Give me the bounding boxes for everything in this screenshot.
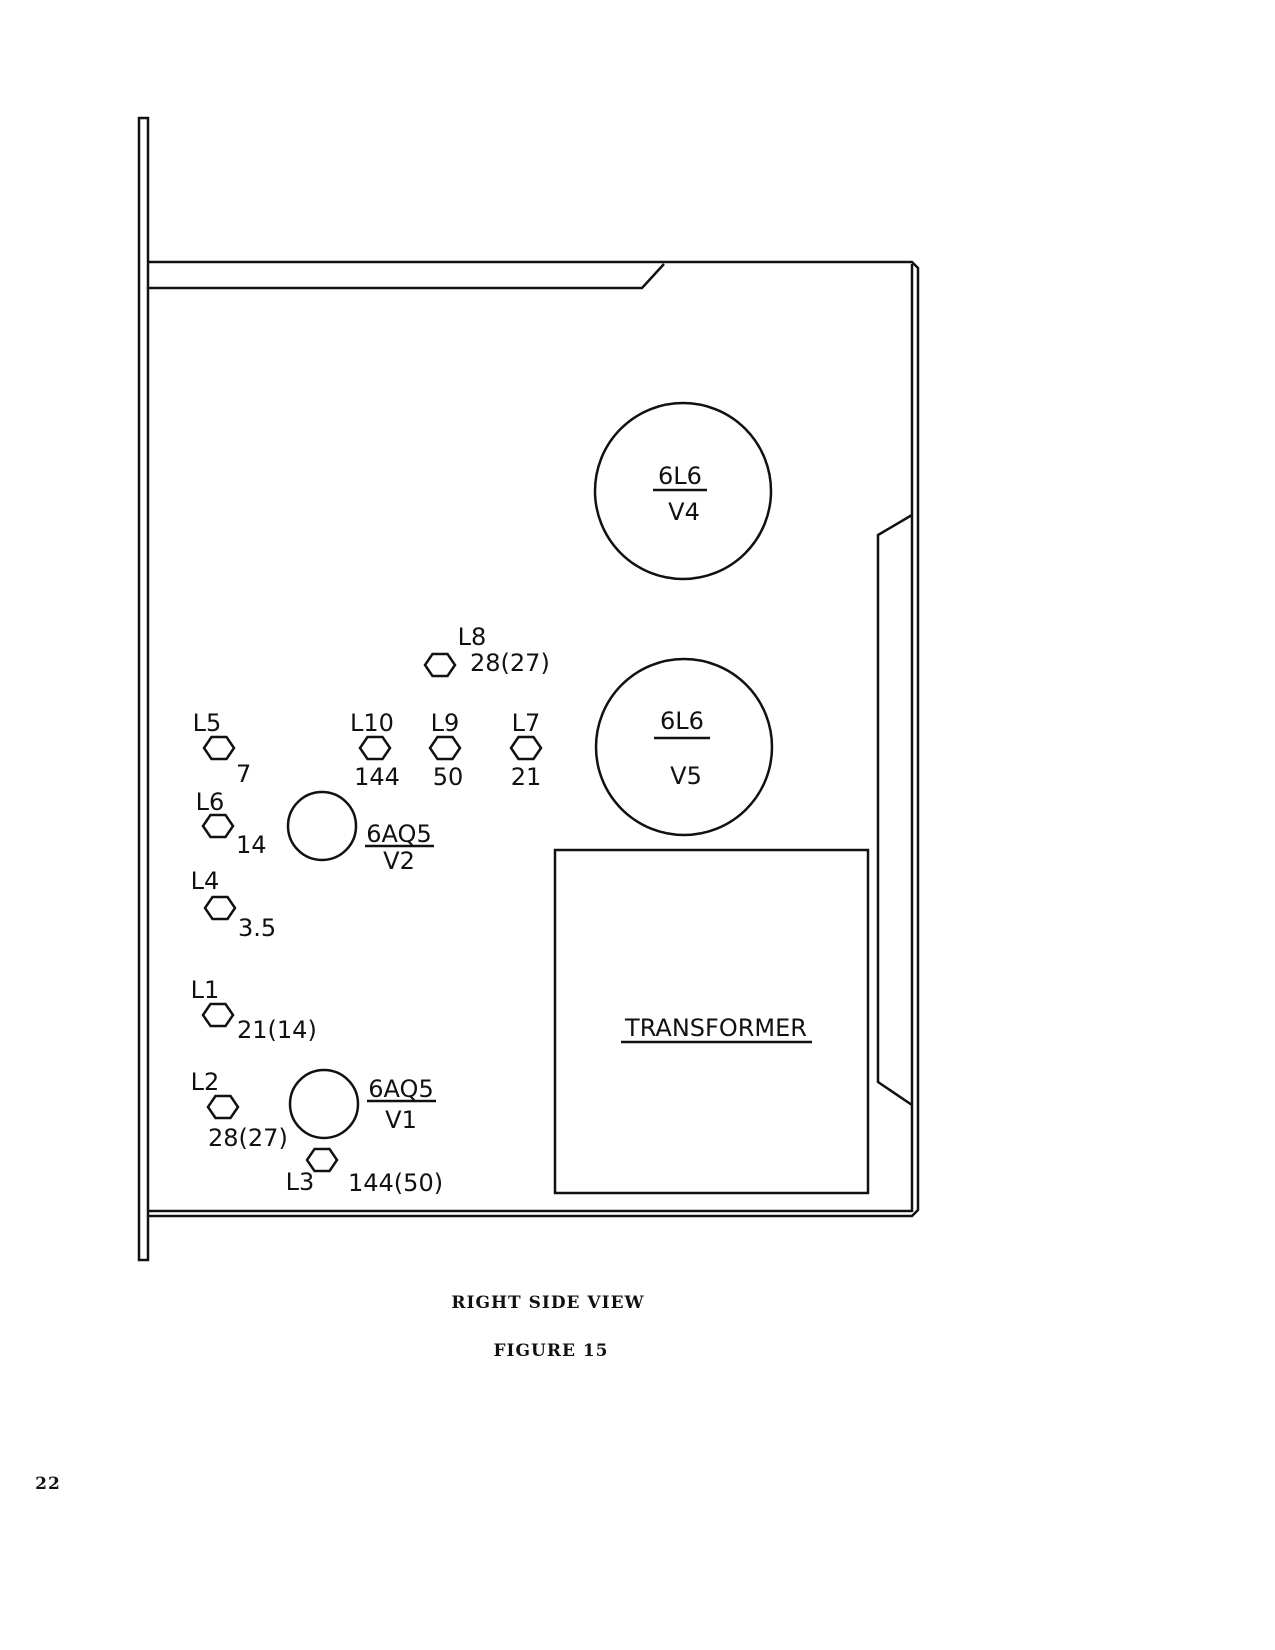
coil-name: L8	[458, 623, 487, 651]
tube-v2: 6AQ5 V2	[286, 790, 434, 875]
tube-v5: 6L6 V5	[594, 657, 774, 837]
svg-text:6AQ5: 6AQ5	[366, 820, 431, 848]
coil-l7: L7 21	[509, 709, 543, 791]
coil-name: L2	[191, 1068, 220, 1096]
coil-name: L4	[191, 867, 220, 895]
coil-value: 21	[511, 763, 542, 791]
coil-l9: L9 50	[428, 709, 464, 791]
coil-l2: L2 28(27)	[191, 1068, 288, 1152]
svg-text:V5: V5	[670, 762, 702, 790]
coil-value: 144(50)	[348, 1169, 443, 1197]
hex-slug-icon	[202, 735, 236, 761]
coil-name: L3	[286, 1168, 315, 1196]
svg-text:V2: V2	[383, 847, 415, 875]
tube-v4: 6L6 V4	[593, 401, 773, 581]
hex-slug-icon	[206, 1094, 240, 1120]
svg-text:V1: V1	[385, 1106, 417, 1134]
coil-l3: L3 144(50)	[286, 1147, 443, 1197]
coil-l10: L10 144	[350, 709, 400, 791]
front-panel	[137, 116, 150, 1262]
hex-slug-icon	[201, 813, 235, 839]
coil-value: 14	[236, 831, 267, 859]
coil-name: L5	[193, 709, 222, 737]
coil-value: 50	[433, 763, 464, 791]
coil-name: L7	[512, 709, 541, 737]
svg-text:V4: V4	[668, 498, 700, 526]
coil-l6: L6 14	[196, 788, 267, 859]
caption-figure: FIGURE 15	[493, 1341, 608, 1361]
svg-text:6L6: 6L6	[660, 707, 704, 735]
page-number: 22	[35, 1474, 61, 1494]
coil-name: L1	[191, 976, 220, 1004]
hex-slug-icon	[428, 735, 462, 761]
caption-title: RIGHT SIDE VIEW	[451, 1293, 644, 1313]
hex-slug-icon	[203, 895, 237, 921]
svg-text:TRANSFORMER: TRANSFORMER	[624, 1014, 807, 1042]
coil-l5: L5 7	[193, 709, 252, 788]
coil-value: 28(27)	[208, 1124, 288, 1152]
chassis-outline	[148, 260, 920, 1218]
coil-value: 28(27)	[470, 649, 550, 677]
coil-value: 144	[354, 763, 400, 791]
coil-l4: L4 3.5	[191, 867, 276, 942]
coil-name: L10	[350, 709, 394, 737]
coil-value: 3.5	[238, 914, 276, 942]
svg-text:6L6: 6L6	[658, 462, 702, 490]
hex-slug-icon	[201, 1002, 235, 1028]
hex-slug-icon	[509, 735, 543, 761]
hex-slug-icon	[305, 1147, 339, 1173]
coil-name: L9	[431, 709, 460, 737]
coil-value: 21(14)	[237, 1016, 317, 1044]
hex-slug-icon	[358, 735, 392, 761]
coil-value: 7	[236, 760, 251, 788]
coil-name: L6	[196, 788, 225, 816]
tube-v1: 6AQ5 V1	[288, 1068, 436, 1140]
hex-slug-icon	[423, 652, 457, 678]
svg-text:6AQ5: 6AQ5	[368, 1075, 433, 1103]
transformer: TRANSFORMER	[553, 848, 870, 1195]
coil-l1: L1 21(14)	[191, 976, 317, 1044]
